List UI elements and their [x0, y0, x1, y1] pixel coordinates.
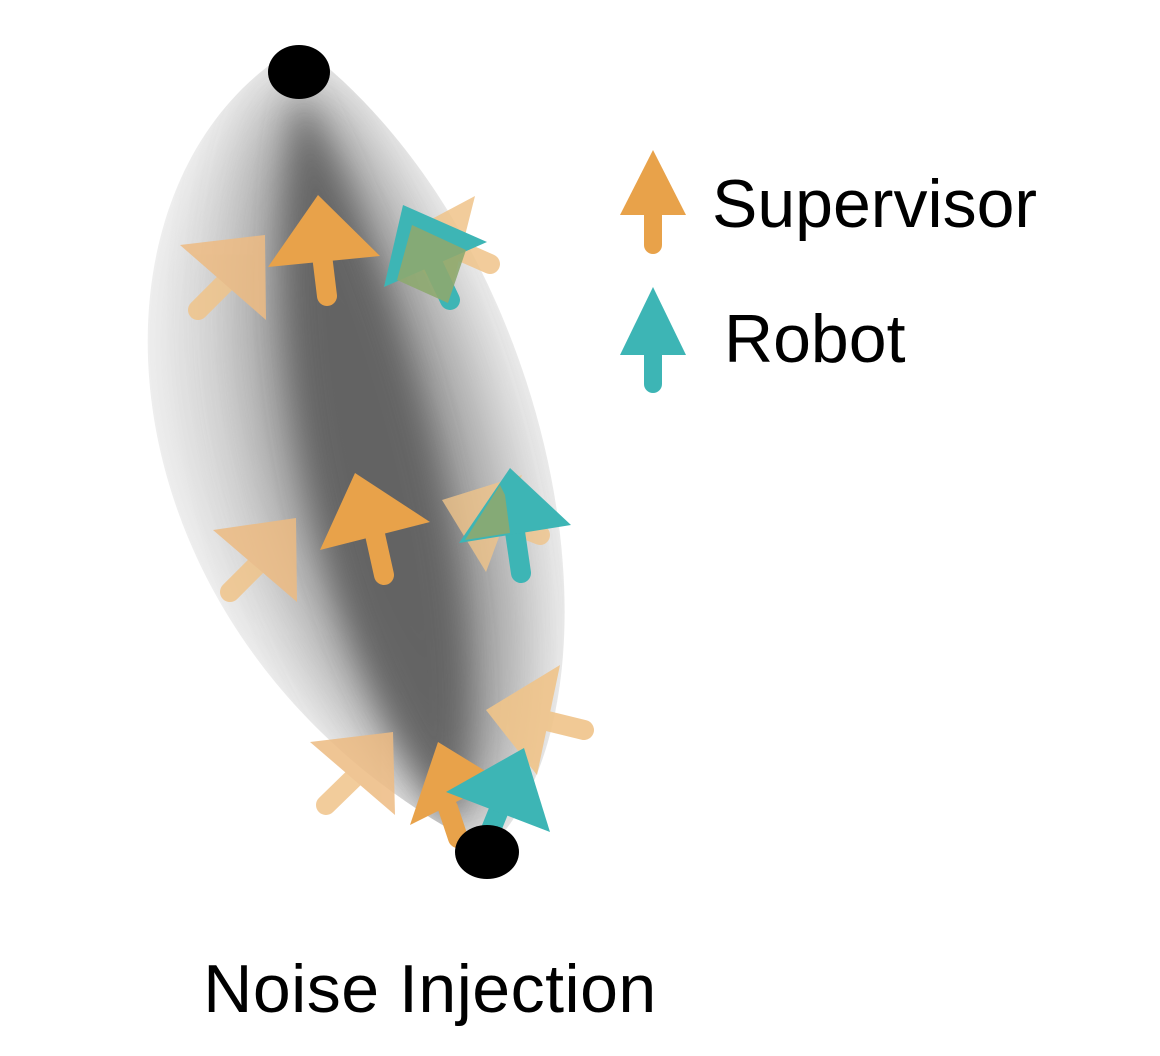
- end-point-icon: [455, 825, 519, 879]
- start-point-icon: [268, 45, 330, 99]
- robot-arrow-top: [384, 205, 487, 310]
- supervisor-arrow-mid: [320, 473, 430, 585]
- robot-arrow-mid: [459, 468, 571, 583]
- robot-legend-icon: [620, 287, 686, 393]
- supervisor-legend-label: Supervisor: [712, 166, 1037, 242]
- supervisor-arrow-faded-bottom-right: [486, 665, 594, 775]
- supervisor-arrow-faded-bottom-left: [310, 732, 395, 815]
- supervisor-arrow-top: [268, 195, 380, 306]
- supervisor-arrow-faded-mid-left: [213, 518, 297, 602]
- supervisor-arrow-faded-top-left: [180, 235, 266, 320]
- diagram-caption: Noise Injection: [203, 951, 657, 1027]
- supervisor-legend-icon: [620, 150, 686, 254]
- supervisor-arrow-bottom: [410, 742, 500, 848]
- legend: Supervisor Robot: [620, 150, 1037, 393]
- robot-legend-label: Robot: [724, 301, 906, 377]
